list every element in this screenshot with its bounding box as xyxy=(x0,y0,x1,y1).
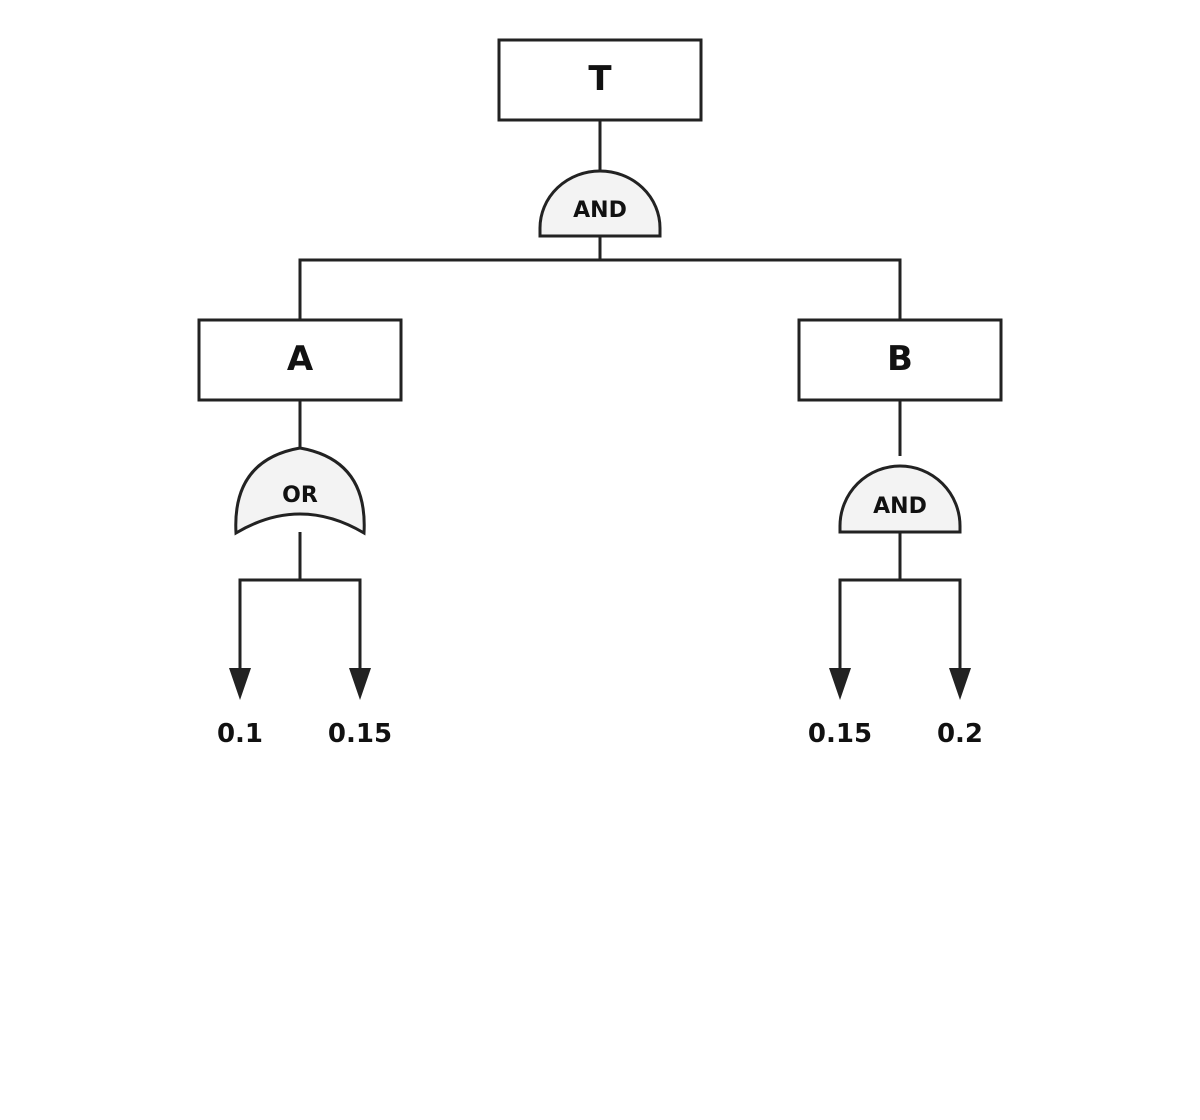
connector-top-gate-branch xyxy=(298,258,902,320)
event-a-label: A xyxy=(287,339,314,379)
left-gate-label: OR xyxy=(282,483,318,508)
right-gate-label: AND xyxy=(873,494,927,519)
arrow-down-icon xyxy=(829,668,851,700)
connector-right-and-gate-branch xyxy=(838,578,962,668)
and-gate-icon xyxy=(538,169,662,238)
top-event-label: T xyxy=(588,59,612,99)
basic-event-probability: 0.2 xyxy=(937,719,983,749)
arrow-down-icon xyxy=(949,668,971,700)
event-b-label: B xyxy=(887,339,913,379)
and-gate-icon xyxy=(838,464,962,534)
connector-or-gate-branch xyxy=(238,578,362,668)
basic-event-probability: 0.1 xyxy=(217,719,263,749)
arrow-down-icon xyxy=(229,668,251,700)
or-gate-icon xyxy=(234,446,366,536)
event-a-box xyxy=(197,318,403,402)
event-b-box xyxy=(797,318,1003,402)
basic-event-probability: 0.15 xyxy=(808,719,872,749)
basic-event-probability: 0.15 xyxy=(328,719,392,749)
arrow-down-icon xyxy=(349,668,371,700)
top-gate-label: AND xyxy=(573,198,627,223)
top-event-box xyxy=(497,38,703,122)
